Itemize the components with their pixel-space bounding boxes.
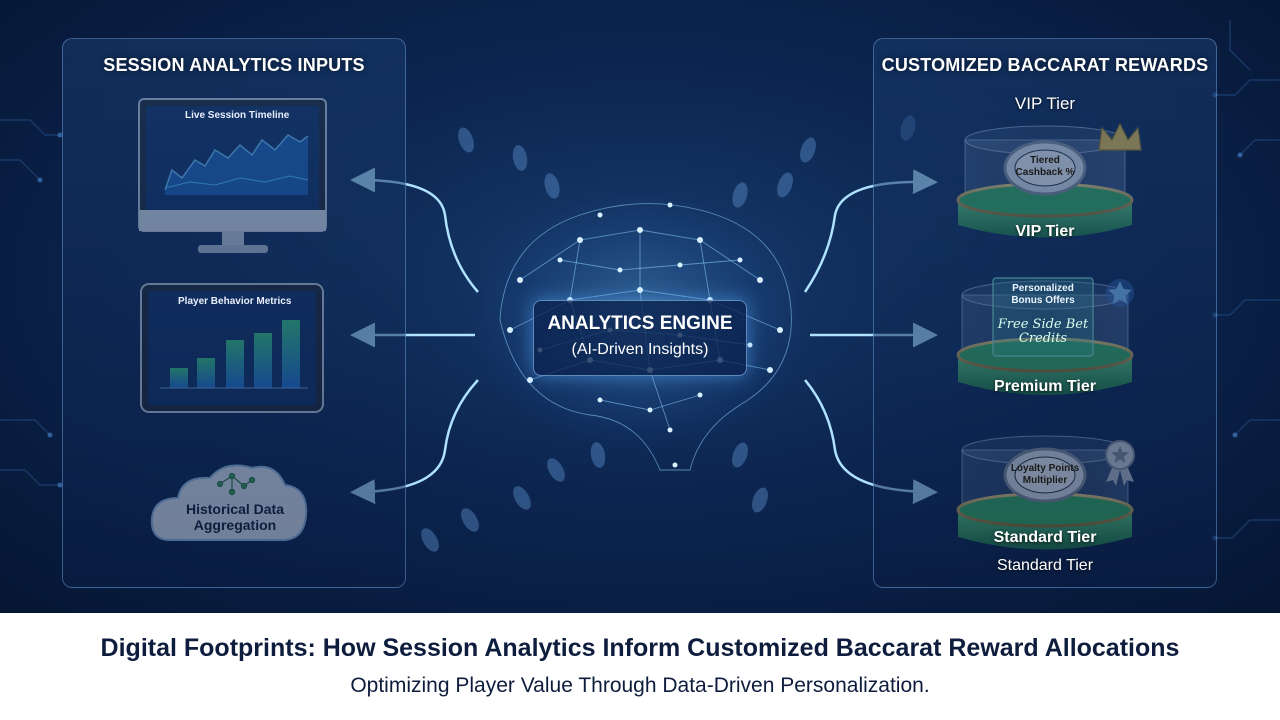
- standard-base-label: Standard Tier: [993, 529, 1097, 546]
- cloud-label: Historical Data Aggregation: [160, 501, 310, 533]
- panel-title: CUSTOMIZED BACCARAT REWARDS: [881, 55, 1209, 75]
- analytics-engine-box: ANALYTICS ENGINE (AI-Driven Insights): [533, 300, 747, 376]
- vip-heading: VIP Tier: [1014, 94, 1076, 113]
- premium-offer-title: Personalized Bonus Offers: [993, 283, 1093, 307]
- tablet-label: Player Behavior Metrics: [178, 296, 292, 307]
- footprint-icons: [421, 115, 916, 552]
- vip-base-label: VIP Tier: [1015, 223, 1075, 240]
- standard-chip-line2: Multiplier: [1022, 475, 1068, 486]
- engine-title: ANALYTICS ENGINE: [547, 313, 733, 334]
- standard-footer-label: Standard Tier: [996, 557, 1094, 574]
- vip-chip-line1: Tiered: [1030, 155, 1060, 166]
- premium-offer-subtitle: Free Side Bet Credits: [993, 318, 1093, 346]
- caption-title: Digital Footprints: How Session Analytic…: [100, 634, 1180, 662]
- premium-base-label: Premium Tier: [994, 378, 1096, 395]
- diagram-canvas: SESSION ANALYTICS INPUTS Live Session Ti…: [0, 0, 1280, 613]
- circuit-lines: [0, 20, 1280, 539]
- panel-title: SESSION ANALYTICS INPUTS: [103, 55, 365, 75]
- offer-sub-line1: Free Side Bet: [997, 317, 1089, 332]
- standard-chip-line1: Loyalty Points: [1010, 463, 1080, 474]
- standard-chip-text: Loyalty Points Multiplier: [1003, 463, 1087, 487]
- offer-line1: Personalized: [1012, 283, 1074, 294]
- vip-chip-text: Tiered Cashback %: [1005, 155, 1085, 179]
- rewards-panel: CUSTOMIZED BACCARAT REWARDS: [873, 38, 1217, 588]
- session-analytics-panel: SESSION ANALYTICS INPUTS: [62, 38, 406, 588]
- caption-subtitle: Optimizing Player Value Through Data-Dri…: [350, 674, 930, 697]
- offer-line2: Bonus Offers: [1011, 295, 1075, 306]
- cloud-label-line2: Aggregation: [193, 517, 277, 533]
- vip-chip-line2: Cashback %: [1015, 167, 1075, 178]
- offer-sub-line2: Credits: [1018, 331, 1068, 346]
- monitor-label: Live Session Timeline: [185, 110, 290, 121]
- engine-subtitle: (AI-Driven Insights): [571, 341, 709, 358]
- cloud-label-line1: Historical Data: [185, 501, 285, 517]
